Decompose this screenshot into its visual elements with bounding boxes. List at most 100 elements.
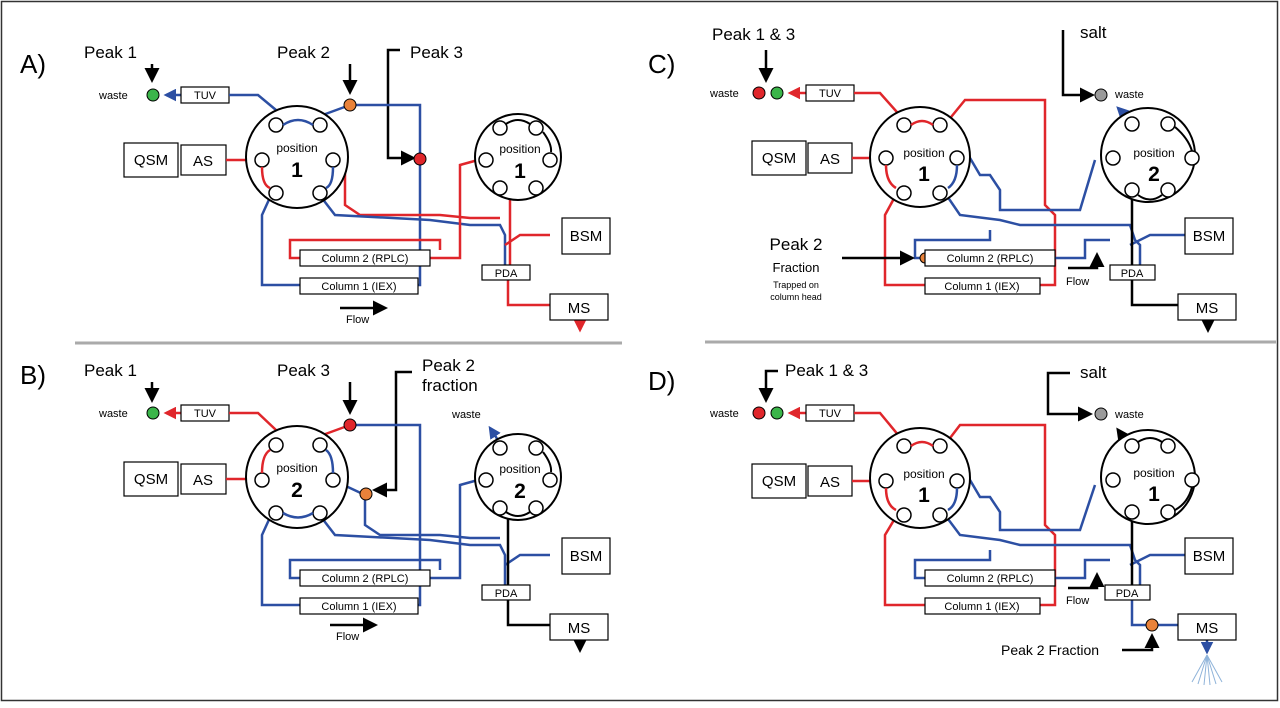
valve-link [282,511,314,519]
valve-link [282,118,314,127]
valve-position-label: position [903,467,944,481]
valve-position-number: 1 [514,160,526,183]
waste-vial-green [146,406,160,420]
fraction-title: Peak 2 [770,235,823,254]
panel-b: B) Peak 1 Peak 3 Peak 2 fraction waste T… [20,356,611,653]
column-1-label: Column 1 (IEX) [321,601,396,613]
ms-box [549,613,609,641]
panel-c: C) Peak 1 & 3 salt waste TUV waste QSM A… [648,23,1237,333]
bsm-label: BSM [1193,228,1226,245]
valve-1-body [869,427,971,529]
valve-link [884,487,897,512]
ms-label: MS [568,620,591,637]
bsm-pump-box [1184,537,1234,575]
peak-label: Peak 3 [410,43,463,62]
fraction-arrow [1122,633,1160,652]
valve-1-ports [878,438,965,523]
column-2-box [299,569,431,587]
valve-link [325,448,335,474]
valve-link [542,451,553,473]
valve-link [947,487,959,512]
pda-label: PDA [1116,588,1139,600]
as-label: AS [193,472,213,489]
valve-position-label: position [1133,146,1174,160]
valve-position-number: 2 [1148,163,1160,186]
waste-label-2: waste [1114,89,1144,101]
valve-link [910,440,934,448]
qsm-pump-box [123,142,179,178]
flow-arrow [1068,572,1105,590]
bsm-label: BSM [570,228,603,245]
peak-label: salt [1080,23,1107,42]
valve-link [260,166,271,190]
qsm-label: QSM [762,473,796,490]
ms-box [1177,613,1237,641]
valve-1-ports [878,117,965,201]
panel-letter: D) [648,366,675,396]
as-sampler-box [180,463,227,495]
valve-link [947,164,959,190]
panel-letter: B) [20,360,46,390]
fraction-sub: Fraction [773,260,820,275]
peak-vial-red [413,152,427,166]
pda-label: PDA [495,588,518,600]
qsm-pump-box [123,461,179,497]
valve-link [1137,194,1163,201]
pda-detector-box [1109,264,1156,281]
valve-position-number: 1 [918,163,930,186]
electrospray-plume [1191,654,1223,686]
valve-link [884,164,897,190]
valve-position-number: 2 [514,480,526,503]
valve-position-label: position [1133,466,1174,480]
waste-label: waste [709,88,739,100]
column-1-label: Column 1 (IEX) [944,601,1019,613]
column-1-box [924,277,1041,295]
tubing-black [1130,190,1216,333]
trapped-line-1: Trapped on [773,280,819,290]
column-1-box [924,597,1041,615]
as-label: AS [820,474,840,491]
valve-link [505,119,531,125]
tuv-label: TUV [194,90,217,102]
valve-link [1174,486,1193,511]
column-2-box [924,569,1056,587]
waste-label-2: waste [451,409,481,421]
ms-label: MS [568,300,591,317]
peak-arrow [372,370,412,498]
peak-label: fraction [422,376,478,395]
waste-vial-gray [1094,407,1108,421]
ms-label: MS [1196,620,1219,637]
pda-detector-box [481,584,531,601]
flow-label: Flow [1066,276,1089,288]
column-2-label: Column 2 (RPLC) [947,573,1034,585]
panel-letter: A) [20,49,46,79]
waste-label: waste [709,408,739,420]
valve-2-ports [478,440,558,516]
bsm-pump-box [1184,217,1234,255]
valve-position-label: position [276,141,317,155]
bsm-label: BSM [570,548,603,565]
valve-position-label: position [499,462,540,476]
fraction-label: Peak 2 Fraction [1001,642,1099,658]
column-2-box [924,249,1056,267]
waste-vial-red [752,86,766,100]
column-2-label: Column 2 (RPLC) [322,253,409,265]
tubing-network [852,91,1185,287]
column-1-label: Column 1 (IEX) [321,281,396,293]
valve-link [260,448,271,474]
tuv-label: TUV [819,88,842,100]
waste-label-2: waste [1114,409,1144,421]
flow-label: Flow [346,314,369,326]
waste-label: waste [98,90,128,102]
column-1-label: Column 1 (IEX) [944,281,1019,293]
qsm-label: QSM [134,471,168,488]
tuv-label: TUV [194,408,217,420]
waste-vial-green [146,88,160,102]
waste-vial-red [752,406,766,420]
peak-label: salt [1080,363,1107,382]
panel-letter: C) [648,49,675,79]
valve-1-body [869,106,971,208]
